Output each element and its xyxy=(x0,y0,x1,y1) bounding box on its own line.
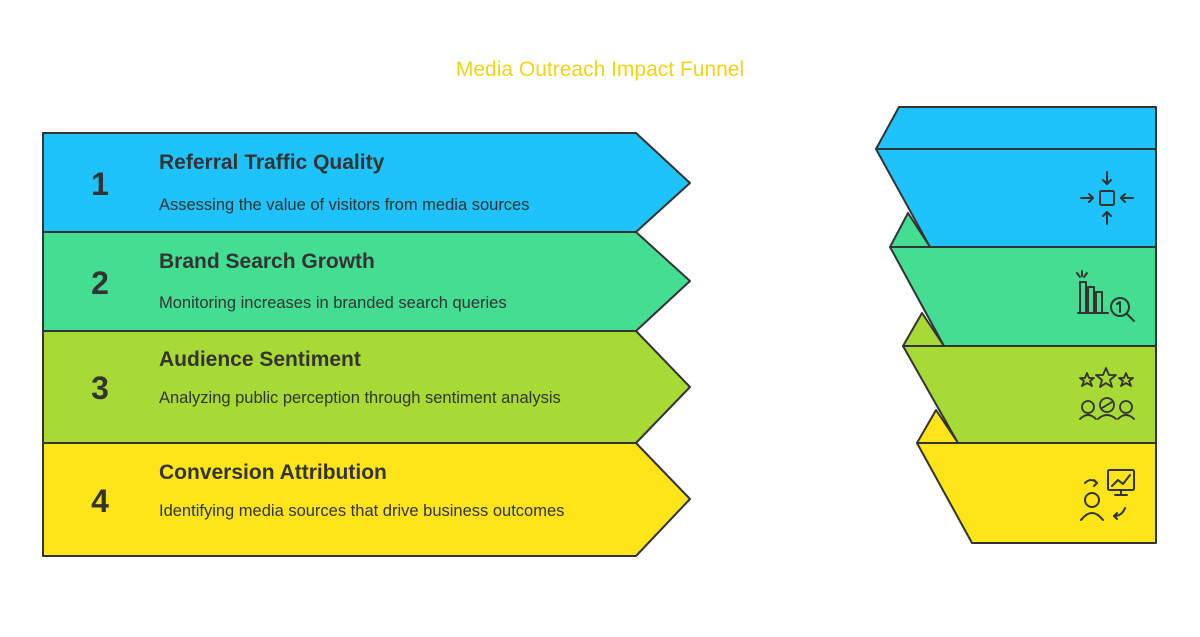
bar-chart-magnifier-icon xyxy=(1076,270,1135,322)
arrows-inward-square-icon xyxy=(1080,171,1134,225)
stage-4-heading: Conversion Attribution xyxy=(159,461,387,484)
stage-2-banner xyxy=(42,231,691,332)
presenter-chart-icon xyxy=(1080,469,1135,521)
stage-3-banner xyxy=(42,330,691,444)
stage-3-number: 3 xyxy=(91,370,109,406)
funnel-layer-4 xyxy=(916,442,1157,544)
stage-4-number: 4 xyxy=(91,483,109,519)
diagram-title: Media Outreach Impact Funnel xyxy=(455,58,745,81)
stage-1-description: Assessing the value of visitors from med… xyxy=(159,196,530,214)
stage-4-description: Identifying media sources that drive bus… xyxy=(159,502,565,520)
stage-2-heading: Brand Search Growth xyxy=(159,250,375,273)
stage-3-heading: Audience Sentiment xyxy=(159,348,361,371)
stage-3-description: Analyzing public perception through sent… xyxy=(159,389,561,407)
stars-audience-icon xyxy=(1079,367,1135,420)
stage-1-heading: Referral Traffic Quality xyxy=(159,151,385,174)
stage-1-banner xyxy=(42,132,691,233)
stage-2-number: 2 xyxy=(91,265,109,301)
stage-4-banner xyxy=(42,442,691,557)
stage-2-description: Monitoring increases in branded search q… xyxy=(159,294,507,312)
funnel-top xyxy=(875,106,1157,150)
stage-1-number: 1 xyxy=(91,166,109,202)
